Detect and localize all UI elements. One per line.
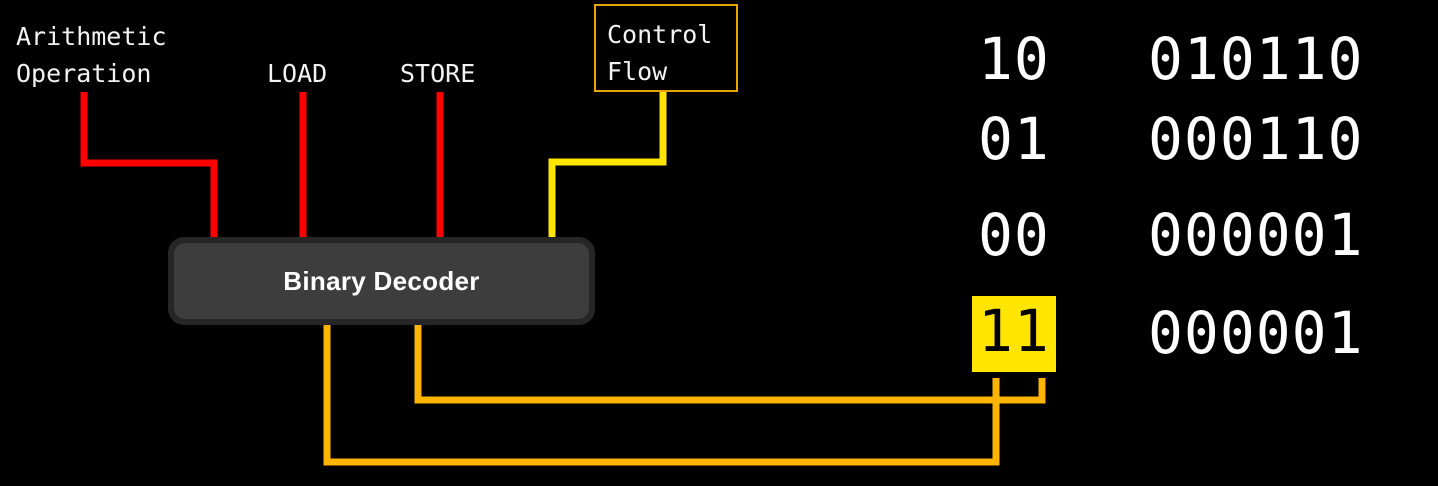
truth-table-row: 11 000001 <box>960 296 1420 378</box>
truth-table-input: 10 <box>978 25 1050 93</box>
truth-table-output: 000001 <box>1148 201 1364 269</box>
binary-decoder-node[interactable]: Binary Decoder <box>168 237 595 325</box>
wire-control-flow <box>548 92 667 240</box>
input-label-store: STORE <box>400 59 476 88</box>
binary-decoder-label: Binary Decoder <box>283 265 480 296</box>
truth-table-row: 01 000110 <box>960 108 1420 184</box>
control-flow-box: Control Flow <box>594 4 738 92</box>
binary-decoder-inner: Binary Decoder <box>174 243 589 319</box>
wire-feedback-inner <box>414 322 1046 404</box>
input-label-arithmetic-operation: Arithmetic Operation <box>16 22 167 88</box>
truth-table-input-highlighted: 11 <box>972 296 1056 372</box>
truth-table-row: 00 000001 <box>960 204 1420 280</box>
truth-table-row: 10 010110 <box>960 28 1420 104</box>
wire-feedback-outer <box>323 322 1000 466</box>
control-flow-label: Control Flow <box>607 20 713 86</box>
truth-table-input: 01 <box>978 105 1050 173</box>
input-label-load: LOAD <box>267 59 328 88</box>
truth-table-output: 010110 <box>1148 25 1364 93</box>
truth-table-output: 000110 <box>1148 105 1364 173</box>
truth-table: 10 010110 01 000110 00 000001 11 000001 <box>960 14 1420 394</box>
wire-arithmetic-operation <box>80 92 218 240</box>
truth-table-output: 000001 <box>1148 299 1364 367</box>
truth-table-input: 00 <box>978 201 1050 269</box>
